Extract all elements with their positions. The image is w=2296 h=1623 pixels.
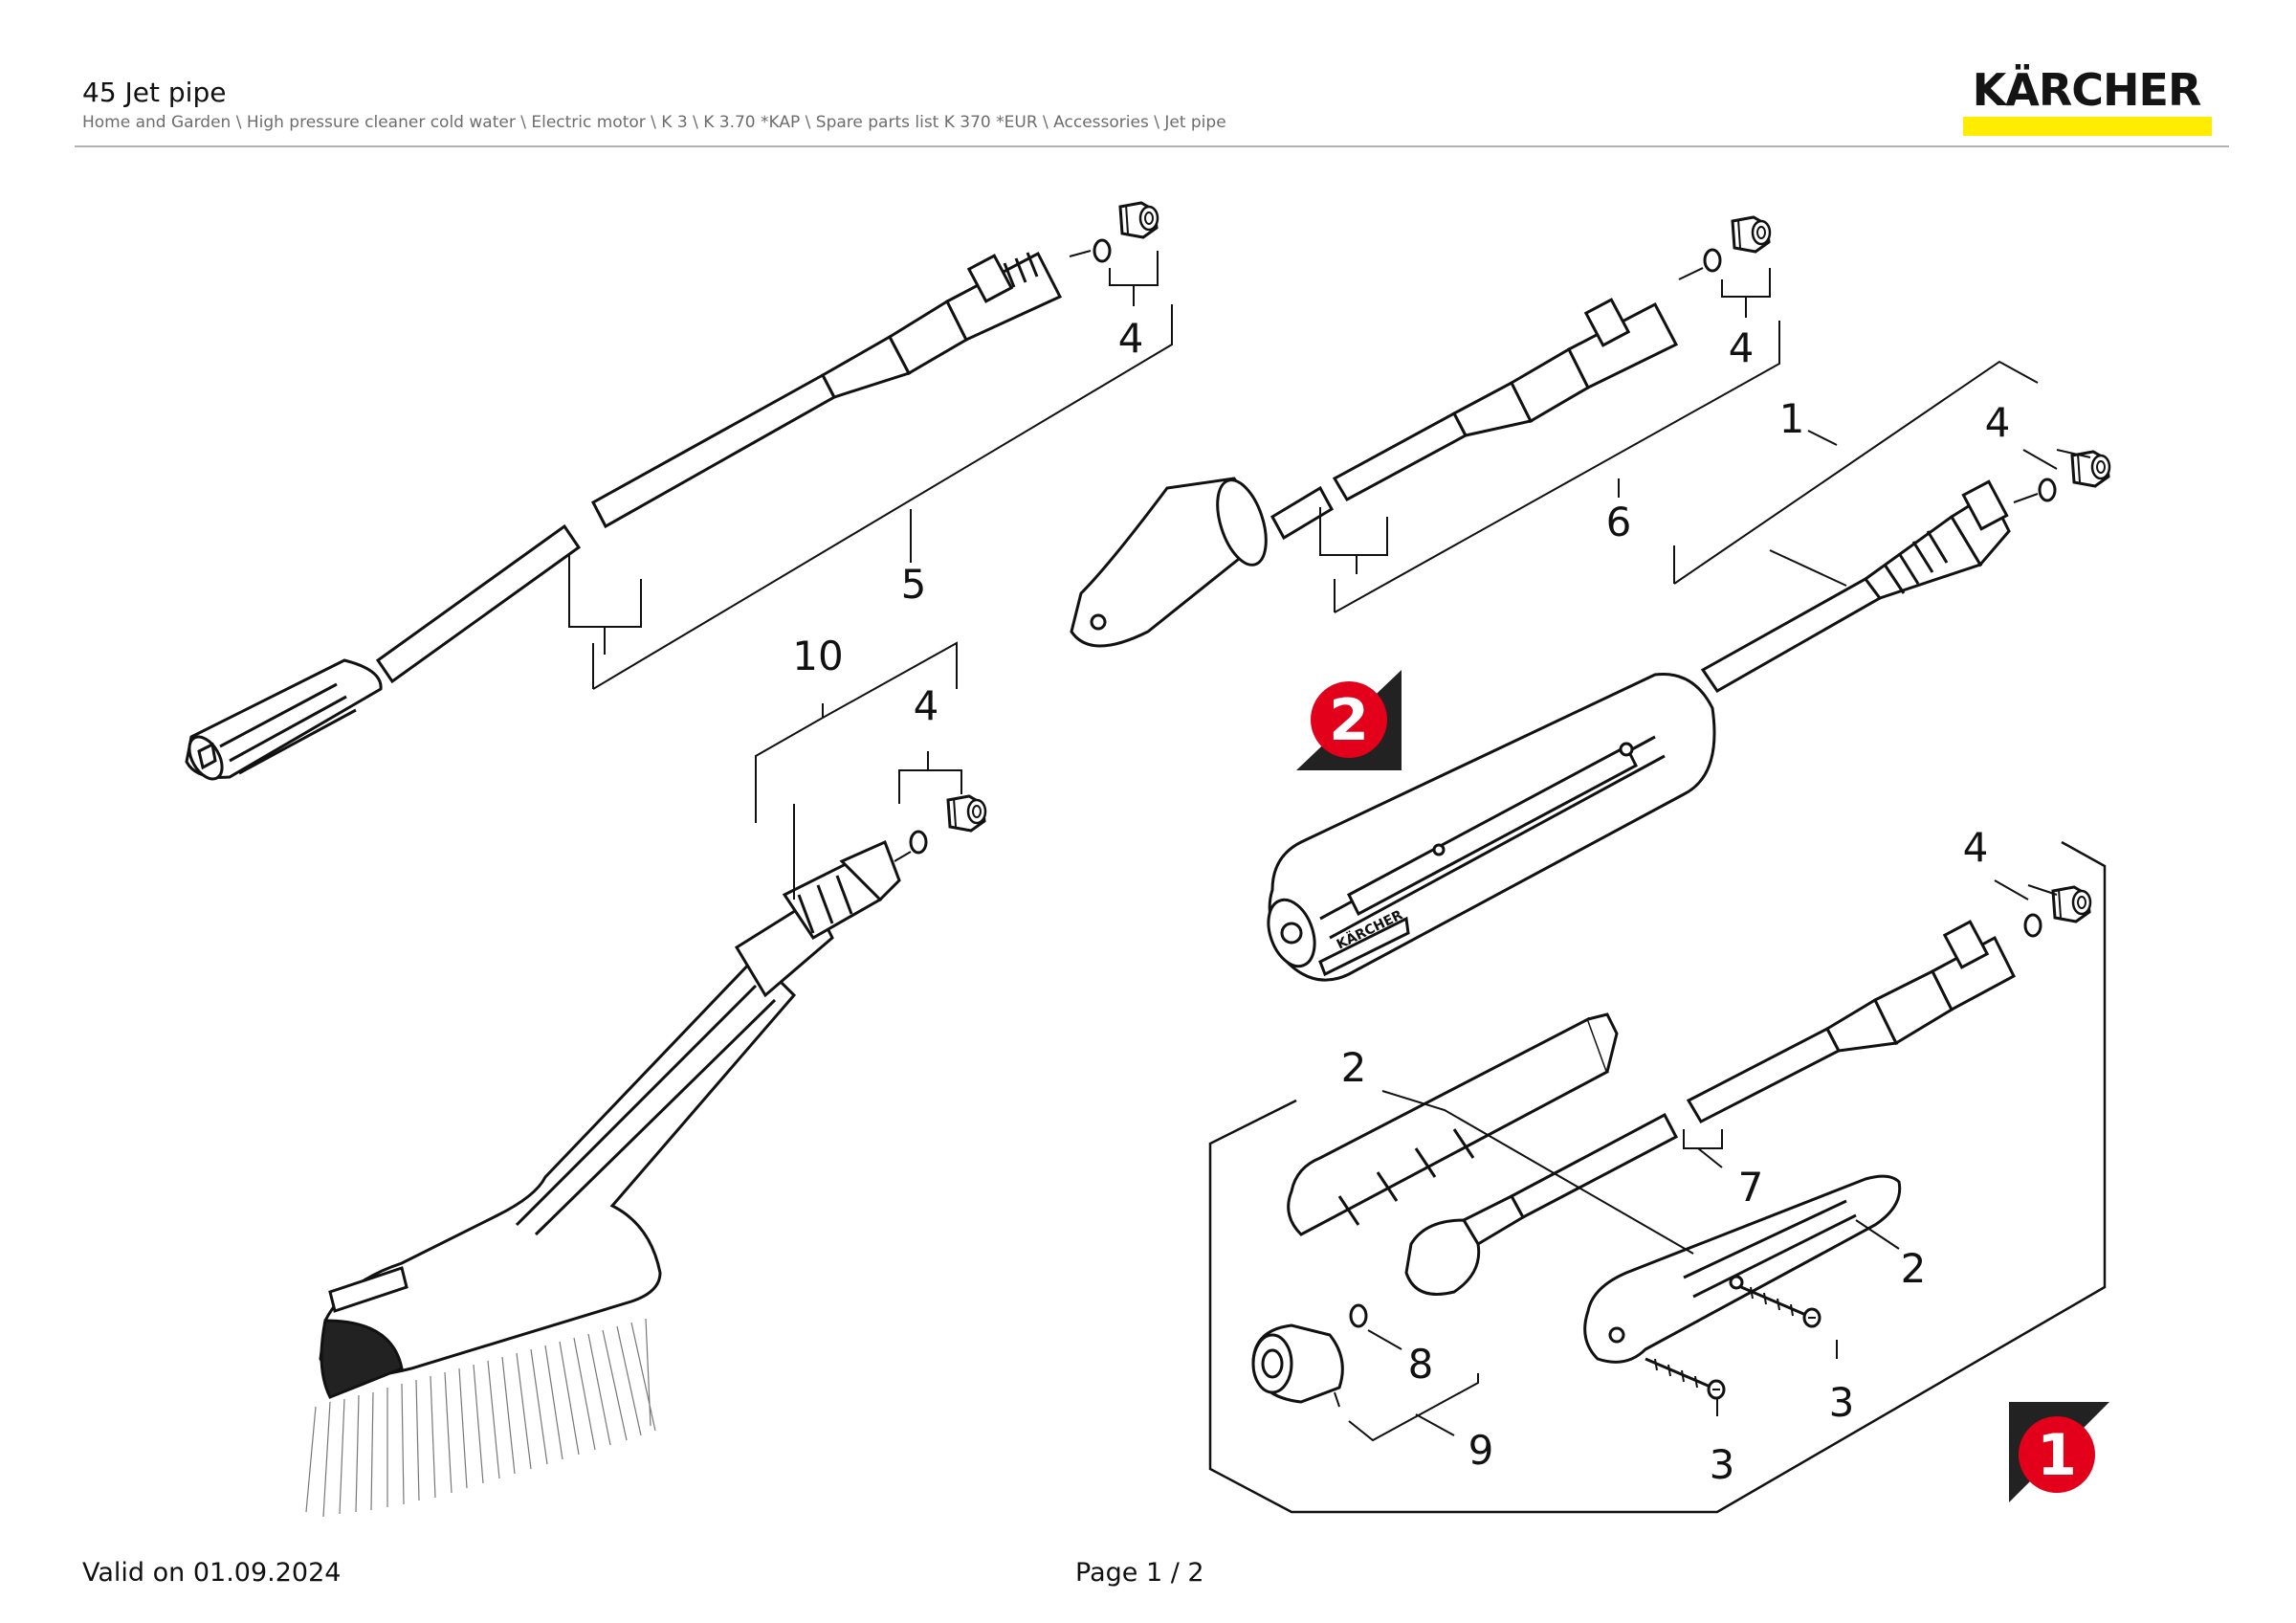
nozzle-part-4-brush (946, 794, 987, 833)
group-badge-1-label: 1 (2037, 1422, 2077, 1489)
leader-lines-lance-5 (568, 250, 1173, 690)
callout-4: 4 (1729, 324, 1755, 371)
callout-3: 3 (1710, 1441, 1735, 1488)
logo-wordmark: KÄRCHER (1972, 64, 2202, 116)
o-ring-part-8 (1349, 1303, 1368, 1328)
nozzle-part-4-center (2070, 450, 2111, 488)
screw-part-3-upper (1739, 1285, 1821, 1328)
page-indicator: Page 1 / 2 (1075, 1558, 1204, 1588)
callout-4: 4 (914, 682, 939, 729)
nozzle-part-4-top-left (1118, 201, 1159, 239)
callout-4: 4 (1963, 824, 1989, 871)
lance-part-7 (1404, 920, 2016, 1296)
spray-handle-part-1 (1267, 479, 2011, 982)
o-ring-part-4-center (2038, 478, 2057, 502)
wash-brush-part-10 (319, 839, 901, 1399)
nozzle-part-4-top-center (1731, 215, 1772, 254)
o-ring-part-4-top-center (1703, 248, 1722, 273)
callout-10: 10 (792, 633, 843, 679)
callout-2: 2 (1901, 1245, 1927, 1292)
leader-lines-lance-6 (1319, 267, 1780, 613)
group-badge-2-label: 2 (1329, 687, 1369, 754)
o-ring-part-4-top-left (1093, 238, 1112, 263)
brush-bristles (305, 1318, 656, 1518)
grip-shell-part-2-right (1583, 1174, 1902, 1364)
page-title: 45 Jet pipe (82, 77, 227, 108)
lance-part-6 (1070, 298, 1679, 648)
valid-date: Valid on 01.09.2024 (82, 1558, 342, 1588)
callout-9: 9 (1468, 1427, 1494, 1474)
callout-1: 1 (1779, 395, 1805, 442)
breadcrumb: Home and Garden \ High pressure cleaner … (82, 113, 1226, 132)
logo-yellow-bar (1963, 117, 2212, 136)
callout-6: 6 (1606, 499, 1632, 545)
callout-2: 2 (1341, 1044, 1367, 1091)
grip-shell-part-2-left (1287, 1012, 1619, 1236)
leader-lines-kit (1334, 879, 2058, 1442)
lance-part-5 (185, 251, 1063, 781)
callout-numbers: 4 5 4 6 1 4 10 4 4 2 7 2 8 3 9 3 (792, 315, 2010, 1488)
callout-4: 4 (1118, 315, 1144, 362)
callout-7: 7 (1738, 1164, 1764, 1211)
o-ring-part-4-kit (2023, 913, 2042, 938)
o-ring-part-4-brush (909, 830, 928, 855)
karcher-logo: KÄRCHER (1961, 63, 2212, 136)
group-badge-2: 2 (1296, 670, 1402, 770)
group-badge-1: 1 (2009, 1402, 2109, 1502)
callout-4: 4 (1985, 399, 2011, 446)
nozzle-part-4-kit (2051, 885, 2092, 923)
kit-boundary (1208, 840, 2107, 1514)
screw-part-3-lower (1644, 1357, 1726, 1400)
callout-8: 8 (1408, 1341, 1434, 1388)
callout-3: 3 (1829, 1379, 1855, 1426)
coupling-part-9 (1251, 1323, 1344, 1404)
leader-lines-handle-1 (1673, 360, 2091, 587)
leader-lines-brush-10 (755, 641, 962, 900)
header-divider (75, 145, 2229, 147)
callout-5: 5 (901, 561, 927, 608)
